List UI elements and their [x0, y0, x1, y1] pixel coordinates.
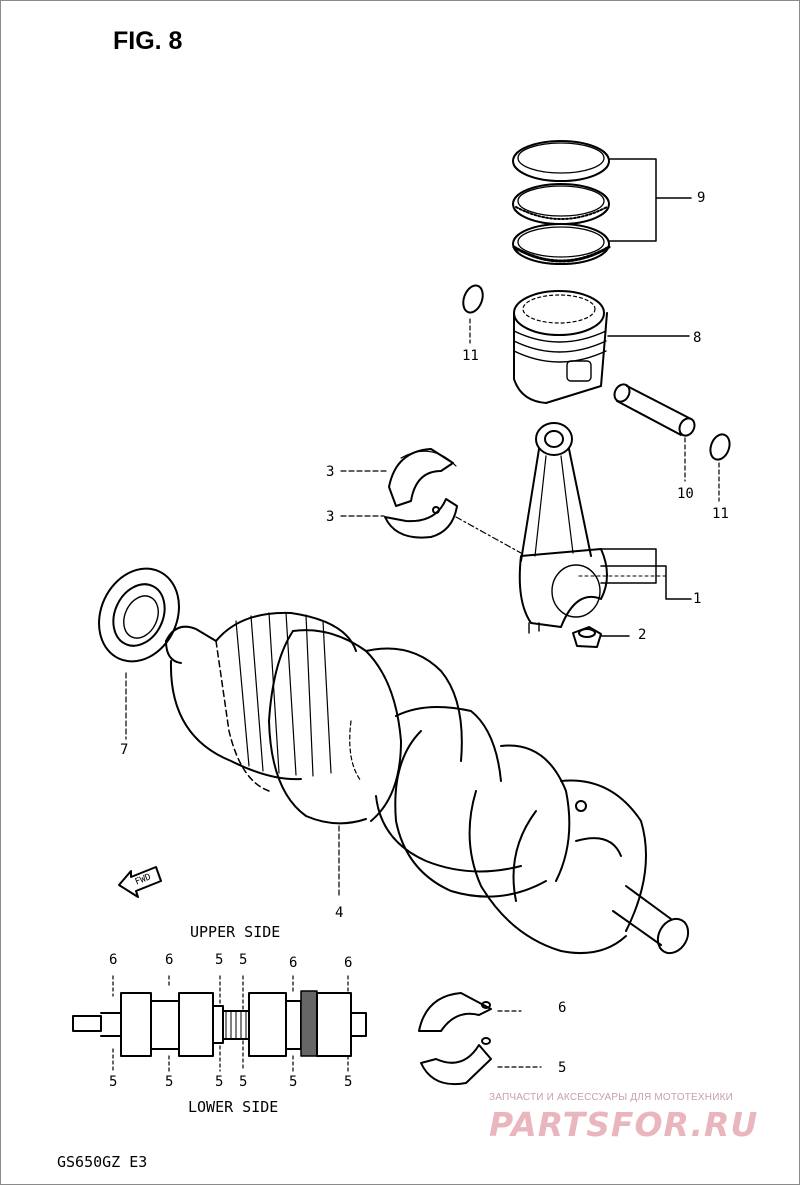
lower-code: 5	[109, 1074, 118, 1090]
callout-1: 1	[693, 591, 702, 607]
upper-code: 5	[215, 952, 224, 968]
lower-code: 5	[165, 1074, 174, 1090]
callout-7: 7	[120, 742, 129, 758]
upper-code: 6	[109, 952, 118, 968]
leader-9	[608, 158, 692, 242]
watermark-logo: PARTSFOR.RU	[489, 1105, 759, 1144]
upper-side-label: UPPER SIDE	[190, 923, 281, 941]
main-bearing-layout	[72, 975, 367, 1072]
piston-pin	[613, 383, 696, 437]
piston-rings	[512, 140, 611, 265]
oil-seal	[98, 567, 180, 663]
lower-code: 5	[344, 1074, 353, 1090]
upper-code: 5	[239, 952, 248, 968]
callout-9: 9	[697, 190, 706, 206]
main-bearing-lower	[420, 1037, 492, 1085]
callout-10: 10	[677, 486, 694, 502]
callout-2: 2	[638, 627, 647, 643]
callout-11-right: 11	[712, 506, 729, 522]
callout-6: 6	[558, 1000, 567, 1016]
circlip-left	[462, 284, 484, 314]
callout-3-upper: 3	[326, 464, 335, 480]
forward-arrow-icon	[118, 866, 162, 898]
upper-code: 6	[344, 955, 353, 971]
connecting-rod	[518, 422, 608, 634]
callout-11-left: 11	[462, 348, 479, 364]
conrod-nut	[572, 626, 602, 648]
callout-8: 8	[693, 330, 702, 346]
callout-5: 5	[558, 1060, 567, 1076]
conrod-bearing-lower	[384, 498, 458, 539]
lower-side-label: LOWER SIDE	[188, 1098, 279, 1116]
lower-code: 5	[289, 1074, 298, 1090]
figure-title: FIG. 8	[113, 27, 183, 55]
lower-code: 5	[215, 1074, 224, 1090]
upper-code: 6	[165, 952, 174, 968]
crankshaft	[165, 611, 690, 955]
lower-code: 5	[239, 1074, 248, 1090]
callout-3-lower: 3	[326, 509, 335, 525]
circlip-right	[709, 433, 731, 461]
watermark-tagline: ЗАПЧАСТИ И АКСЕССУАРЫ ДЛЯ МОТОТЕХНИКИ	[489, 1092, 734, 1103]
callout-4: 4	[335, 905, 344, 921]
upper-code: 6	[289, 955, 298, 971]
model-code: GS650GZ E3	[57, 1153, 148, 1171]
main-bearing-upper	[418, 992, 492, 1032]
conrod-bearing-upper	[388, 448, 457, 507]
piston	[513, 290, 608, 404]
